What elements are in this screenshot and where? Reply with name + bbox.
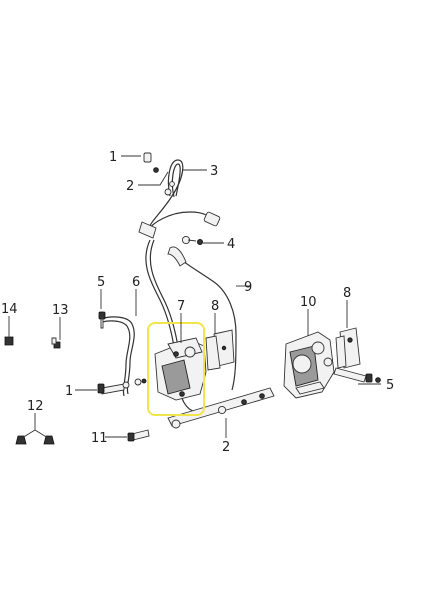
front-brake-caliper: [154, 337, 207, 401]
rear-brake-pads: [335, 327, 361, 369]
label-6: 6: [132, 275, 140, 290]
bleeder-screw-13: [51, 337, 61, 349]
label-11: 11: [91, 431, 108, 446]
label-7: 7: [177, 299, 185, 314]
label-9: 9: [244, 280, 252, 295]
brake-hose-6: [101, 315, 136, 397]
label-5-right: 5: [386, 378, 394, 393]
cap-12: [15, 435, 55, 445]
bolt-5-right: [333, 367, 381, 383]
label-8-left: 8: [211, 299, 219, 314]
brake-hose-9: [144, 239, 238, 414]
bolt-11: [127, 429, 150, 442]
label-2-lower: 2: [222, 440, 230, 455]
front-brake-pads: [205, 329, 235, 371]
label-1-lower: 1: [65, 384, 73, 399]
rear-brake-caliper: [283, 331, 335, 399]
washer-14: [4, 336, 14, 346]
bolt-5-left: [98, 311, 106, 329]
label-13: 13: [52, 303, 69, 318]
label-8-right: 8: [343, 286, 351, 301]
leader-lines: [8, 155, 381, 439]
banjo-bolt-1-top: [143, 152, 159, 173]
bolt-4: [181, 235, 203, 245]
label-10: 10: [300, 295, 317, 310]
highlight-caliper-7: [147, 322, 205, 416]
banjo-bolt-1-lower: [97, 378, 147, 395]
label-4: 4: [227, 237, 235, 252]
callout-labels: 1 2 3 4 5 6 7 8 9 10 8 14 13 1 12 11 2 5: [1, 150, 394, 455]
label-1-top: 1: [109, 150, 117, 165]
label-12: 12: [27, 399, 44, 414]
label-5-left: 5: [97, 275, 105, 290]
label-3: 3: [210, 164, 218, 179]
label-2-top: 2: [126, 179, 134, 194]
caliper-pin-2: [167, 387, 275, 429]
label-14: 14: [1, 302, 18, 317]
upper-brake-hose: [138, 158, 221, 239]
